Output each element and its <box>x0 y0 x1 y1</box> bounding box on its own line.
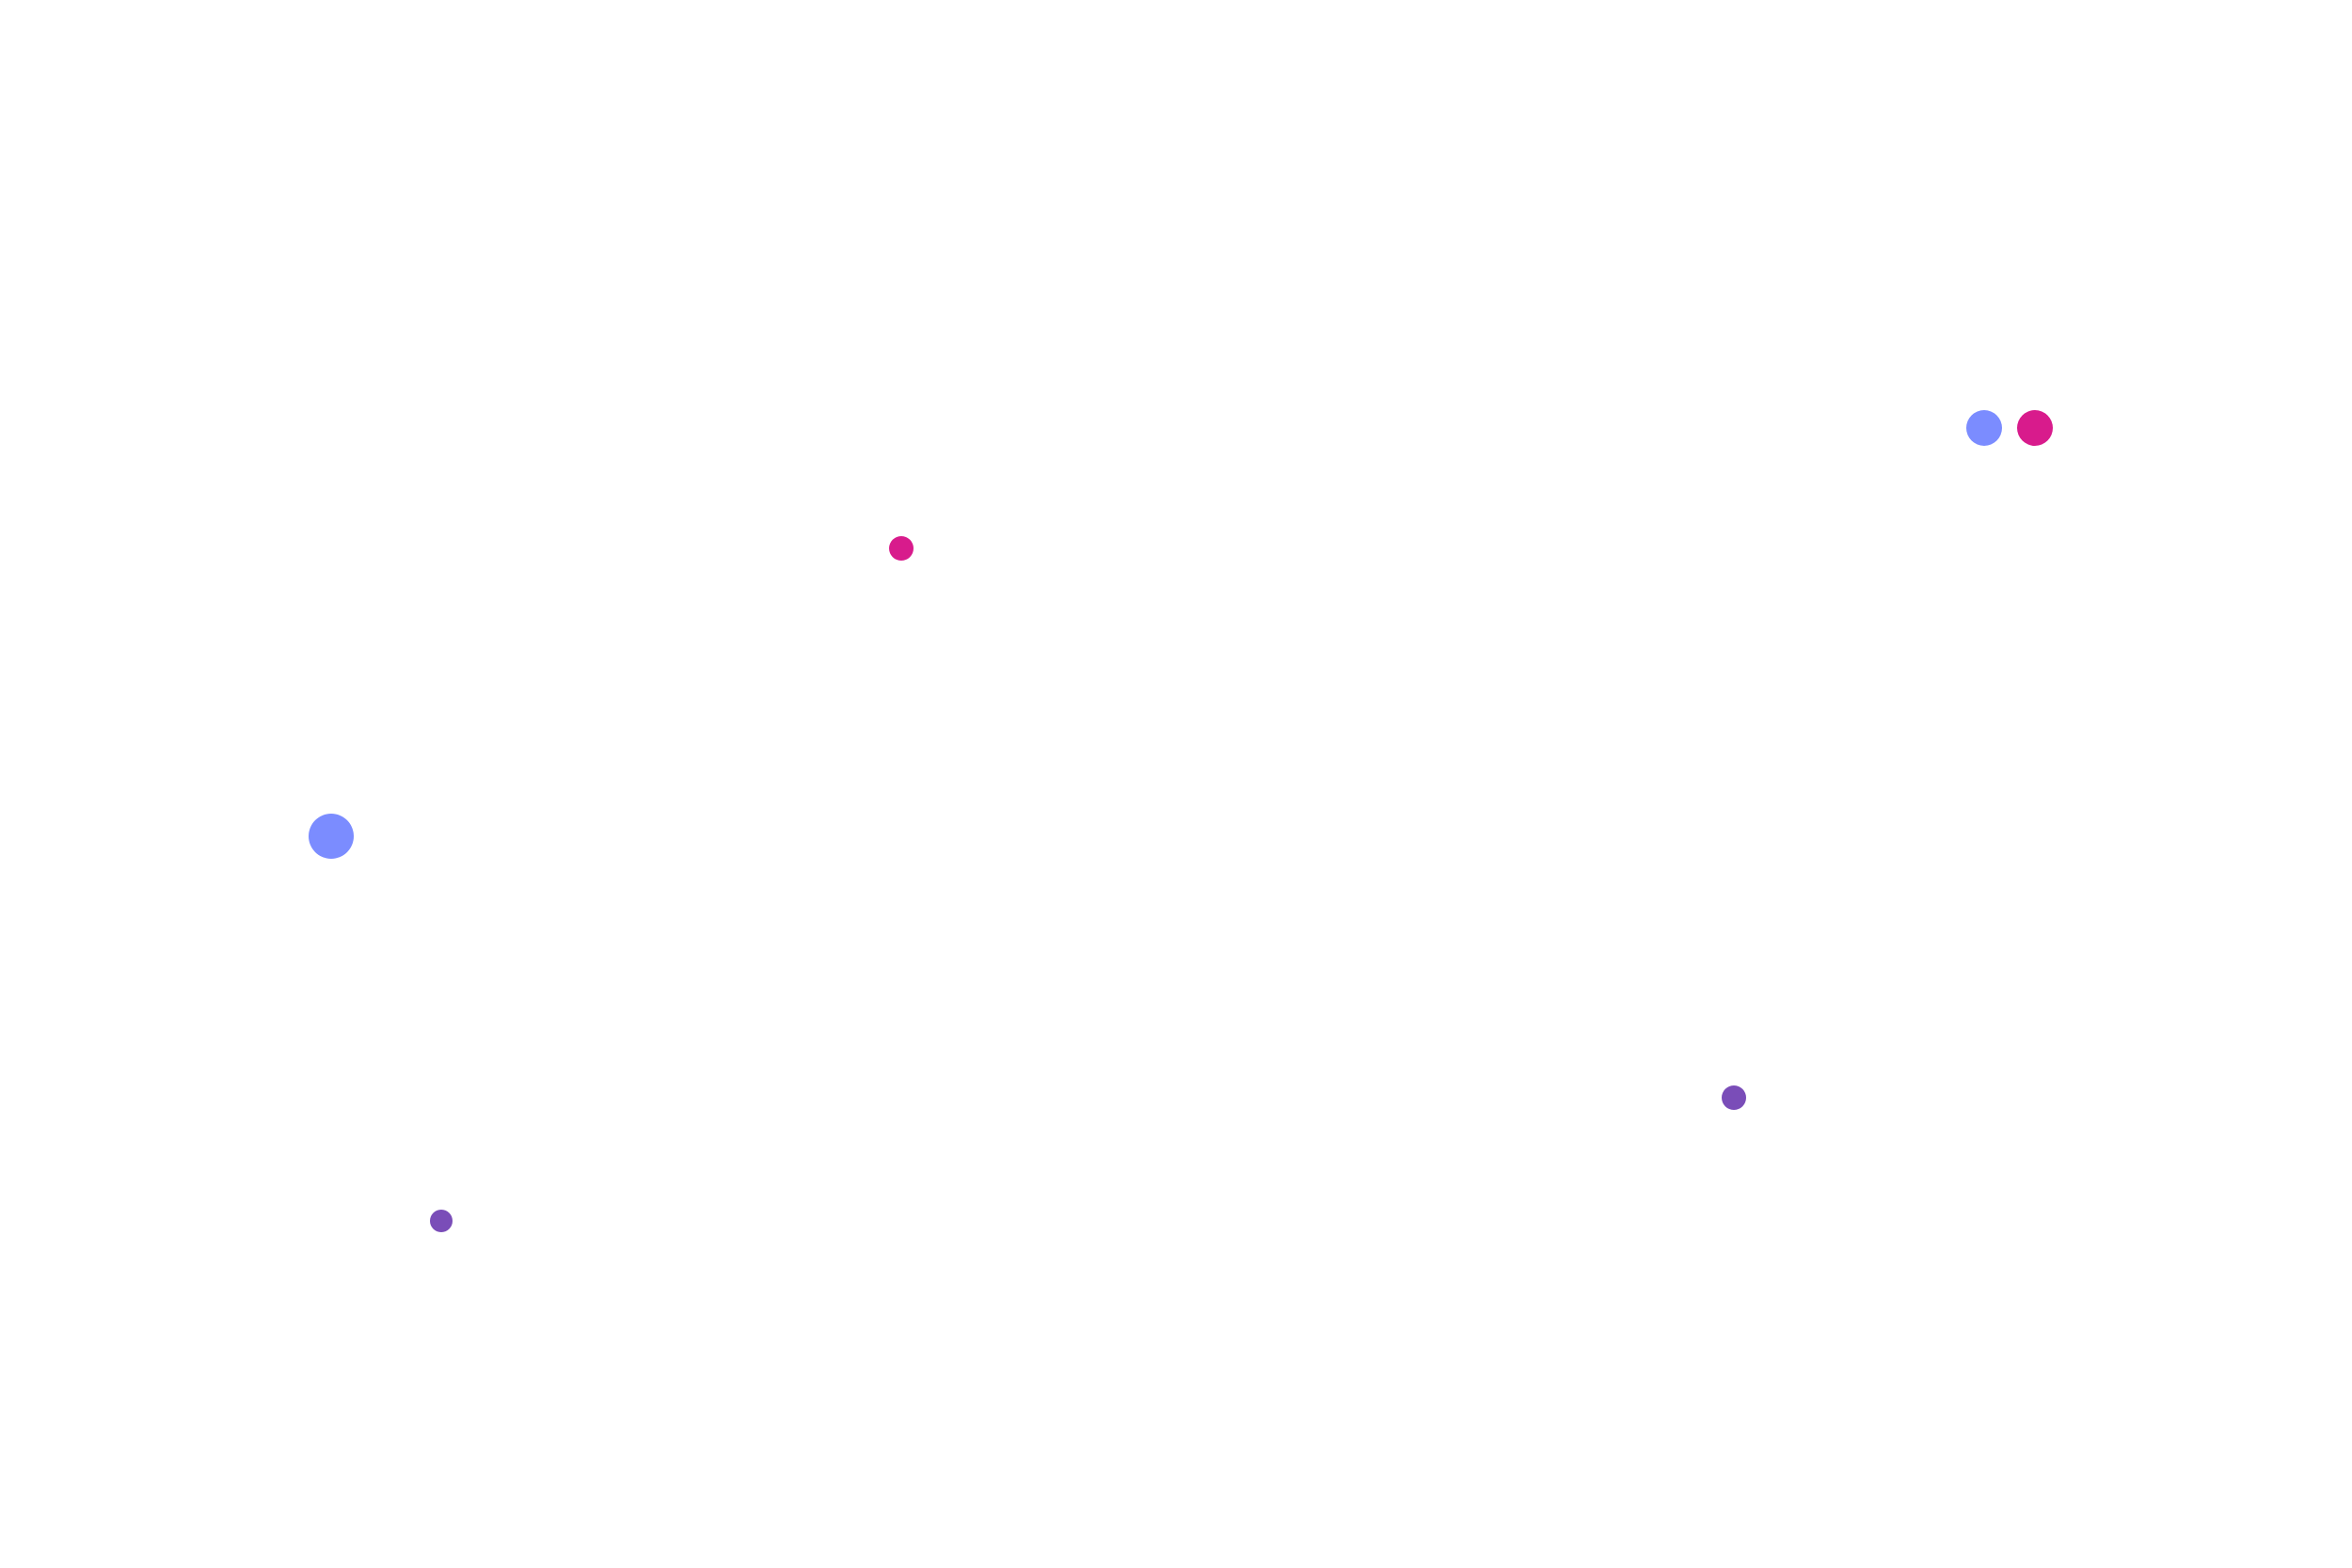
blue-dot-upper-right <box>1966 410 2002 446</box>
dots-layer <box>309 410 2053 1232</box>
blue-dot-large <box>309 814 354 859</box>
magenta-dot-small <box>889 536 914 561</box>
purple-dot-left <box>430 1210 453 1232</box>
magenta-dot-upper-right <box>2017 410 2053 446</box>
purple-dot-right <box>1722 1085 1746 1110</box>
